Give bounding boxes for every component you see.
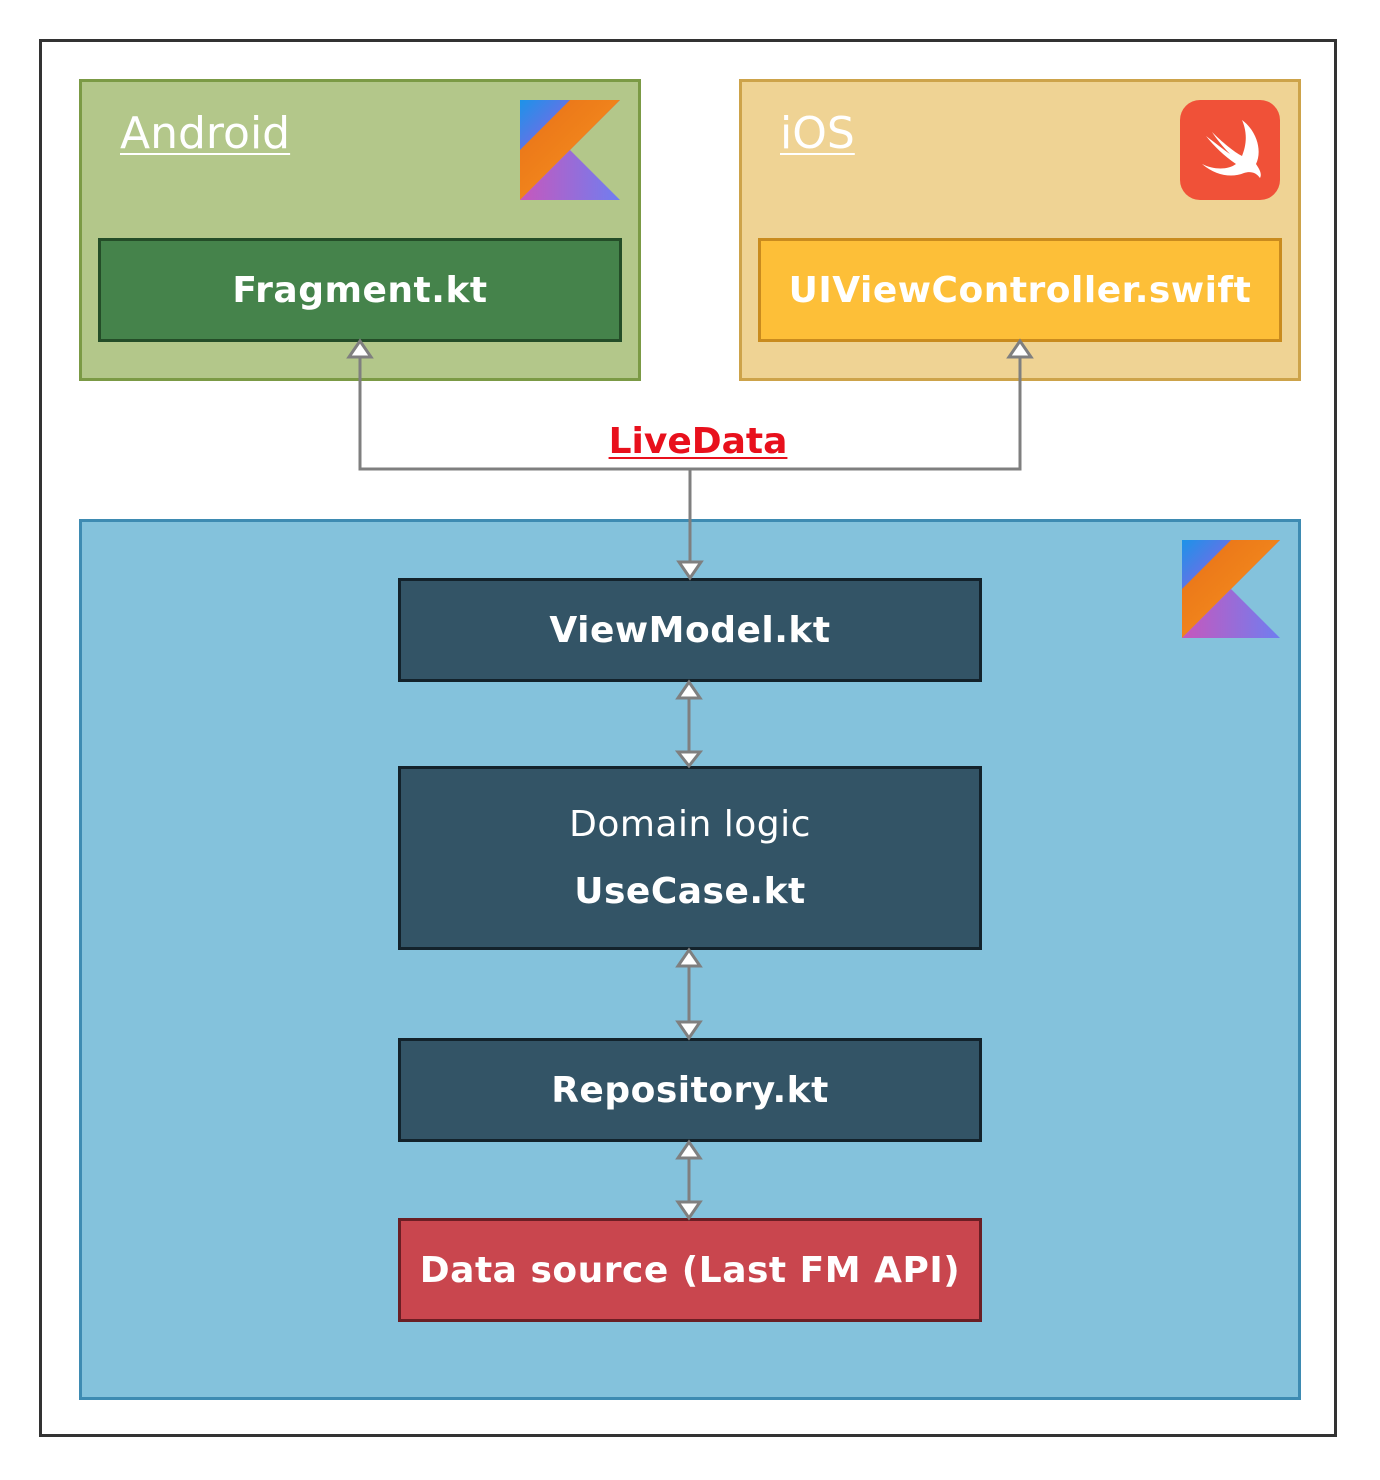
arrowhead-repository-top [675,1020,703,1041]
fragment-box: Fragment.kt [98,238,622,342]
repository-box: Repository.kt [398,1038,982,1142]
arrowhead-usecase-bottom [675,947,703,968]
repository-label: Repository.kt [551,1069,829,1111]
viewmodel-label: ViewModel.kt [549,609,831,651]
kotlin-logo-icon [1182,540,1280,638]
arrowhead-fragment [346,338,374,359]
diagram-frame [39,39,1337,1437]
domain-logic-label: Domain logic [569,804,811,845]
usecase-label: UseCase.kt [574,871,806,912]
arrowhead-viewmodel-bottom [675,679,703,700]
arrowhead-datasource-top [675,1200,703,1221]
viewmodel-box: ViewModel.kt [398,578,982,682]
android-title: Android [120,108,291,159]
uiviewcontroller-box: UIViewController.swift [758,238,1282,342]
arrowhead-uiviewcontroller [1006,338,1034,359]
livedata-label: LiveData [608,421,788,462]
uiviewcontroller-label: UIViewController.swift [788,269,1252,311]
swift-logo-icon [1180,100,1280,200]
ios-title: iOS [780,108,855,159]
datasource-label: Data source (Last FM API) [419,1249,961,1291]
datasource-box: Data source (Last FM API) [398,1218,982,1322]
kotlin-logo-icon [520,100,620,200]
fragment-label: Fragment.kt [232,269,488,311]
arrowhead-viewmodel-top [676,560,704,581]
usecase-box: Domain logic UseCase.kt [398,766,982,950]
arrowhead-repository-bottom [675,1139,703,1160]
arrowhead-usecase-top [674,750,704,769]
